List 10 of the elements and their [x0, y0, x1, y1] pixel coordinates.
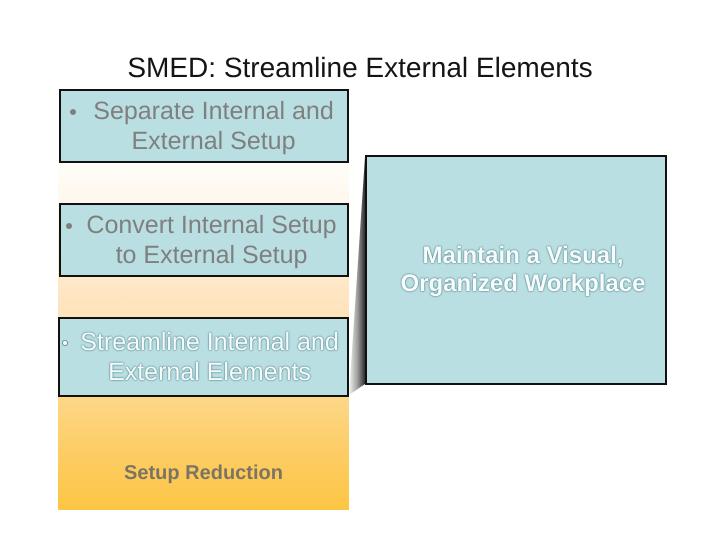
process-box — [59, 203, 349, 277]
box-label: Maintain a Visual, Organized Workplace — [400, 242, 646, 298]
process-box — [58, 317, 349, 397]
title: SMED: Streamline External Elements — [127, 51, 593, 85]
box-label: Separate Internal and External Setup — [92, 96, 335, 156]
band-label: Setup Reduction — [124, 461, 283, 485]
process-box — [365, 155, 667, 385]
box-label: Streamline Internal and External Elements — [79, 327, 340, 387]
box-label: Convert Internal Setup to External Setup — [85, 210, 338, 270]
process-box — [59, 89, 349, 163]
